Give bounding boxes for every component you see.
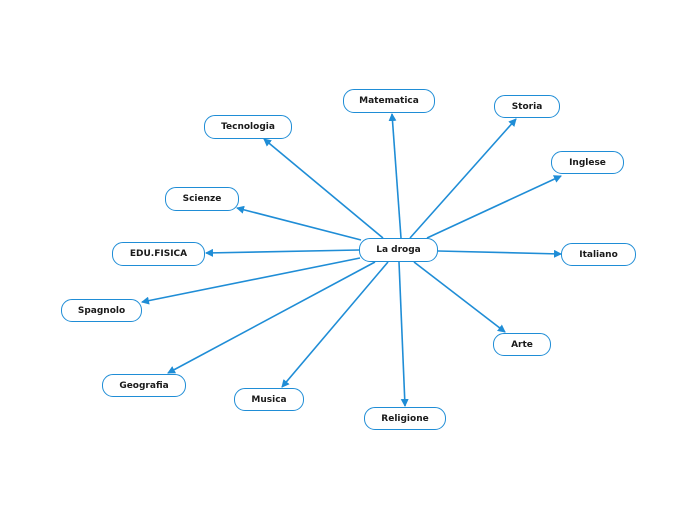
topic-node-matematica[interactable]: Matematica	[343, 89, 435, 113]
topic-label-musica: Musica	[251, 394, 287, 405]
connector-arrow-inglese	[426, 175, 562, 239]
connector-arrow-spagnolo	[141, 257, 361, 305]
central-topic-label: La droga	[376, 245, 421, 255]
connector-arrow-geografia	[167, 261, 376, 374]
topic-label-geografia: Geografia	[119, 380, 169, 391]
topic-label-spagnolo: Spagnolo	[77, 305, 126, 316]
connector-arrow-arte	[413, 261, 506, 333]
topic-node-scienze[interactable]: Scienze	[165, 187, 239, 211]
topic-node-musica[interactable]: Musica	[234, 388, 304, 411]
topic-label-storia: Storia	[511, 101, 543, 112]
topic-label-matematica: Matematica	[359, 96, 419, 106]
topic-node-arte[interactable]: Arte	[493, 333, 551, 356]
topic-label-inglese: Inglese	[569, 157, 606, 168]
connector-arrow-storia	[409, 118, 517, 239]
connector-arrow-musica	[281, 261, 389, 388]
topic-node-religione[interactable]: Religione	[364, 407, 446, 430]
topic-node-italiano[interactable]: Italiano	[561, 243, 636, 266]
topic-node-storia[interactable]: Storia	[494, 95, 560, 118]
connector-arrow-italiano	[437, 249, 562, 258]
topic-label-religione: Religione	[381, 413, 429, 424]
connector-arrow-tecnologia	[263, 138, 384, 239]
topic-node-spagnolo[interactable]: Spagnolo	[61, 299, 142, 322]
topic-node-inglese[interactable]: Inglese	[551, 151, 624, 174]
topic-node-tecnologia[interactable]: Tecnologia	[204, 115, 292, 139]
connector-arrow-religione	[398, 261, 409, 407]
connector-arrow-scienze	[236, 205, 362, 241]
topic-label-tecnologia: Tecnologia	[221, 122, 275, 132]
topic-label-scienze: Scienze	[182, 194, 222, 204]
connector-arrow-edu-fisica	[205, 248, 360, 257]
topic-node-edu-fisica[interactable]: EDU.FISICA	[112, 242, 205, 266]
connector-arrow-matematica	[388, 113, 402, 239]
topic-label-edu-fisica: EDU.FISICA	[129, 249, 188, 259]
topic-label-arte: Arte	[511, 339, 533, 350]
topic-node-geografia[interactable]: Geografia	[102, 374, 186, 397]
topic-label-italiano: Italiano	[579, 249, 618, 260]
central-topic-node[interactable]: La droga	[359, 238, 438, 262]
